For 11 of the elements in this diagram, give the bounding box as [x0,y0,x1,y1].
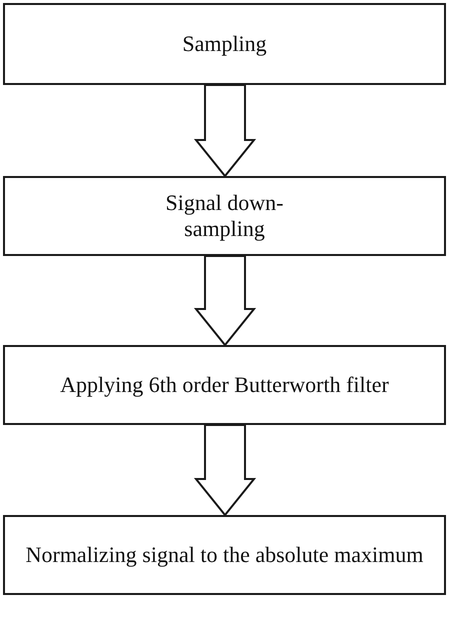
block-arrow [194,84,256,178]
process-box [3,3,446,85]
step-label: Sampling [182,30,267,58]
step-label: Signal down-sampling [164,190,284,242]
block-arrow [194,424,256,517]
step-label: Applying 6th order Butterworth filter [60,372,389,398]
block-arrow [194,255,256,347]
step-label: Normalizing signal to the absolute maximum [26,542,424,568]
process-box [3,176,446,256]
process-box [3,515,446,595]
process-box [3,345,446,425]
